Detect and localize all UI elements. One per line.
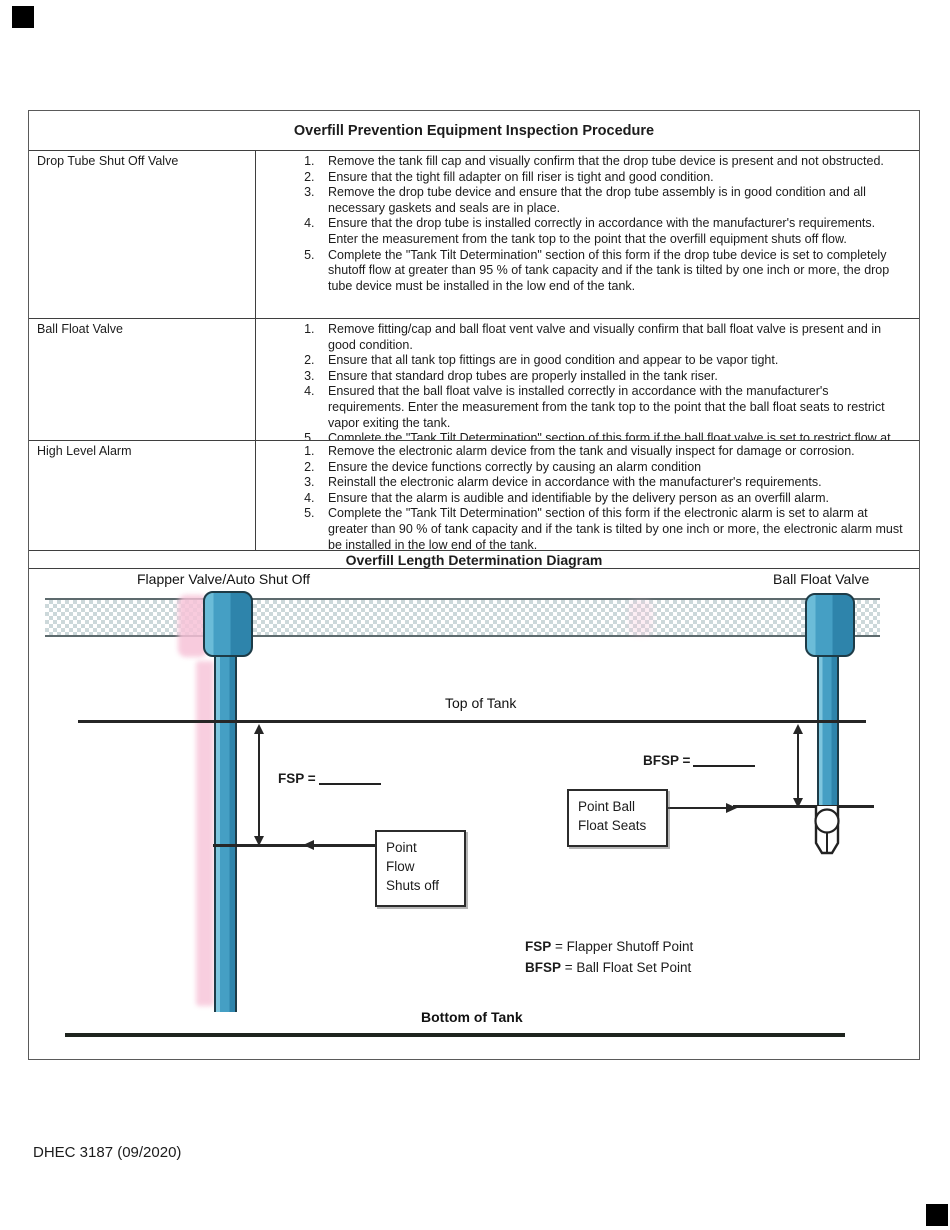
fsp-field-label: FSP =	[278, 771, 316, 786]
ball-float-pipe	[817, 657, 839, 808]
procedure-step: Complete the "Tank Tilt Determination" s…	[318, 431, 905, 440]
footer-form-number: DHEC 3187 (09/2020)	[33, 1144, 182, 1161]
row-steps: Remove the electronic alarm device from …	[256, 441, 919, 550]
legend-abbr: BFSP	[525, 959, 562, 975]
row-steps: Remove the tank fill cap and visually co…	[256, 151, 919, 318]
procedure-row: Drop Tube Shut Off Valve Remove the tank…	[29, 151, 919, 319]
ball-seat-line	[733, 805, 874, 808]
procedure-step: Ensure that the drop tube is installed c…	[318, 216, 905, 247]
diagram-title: Overfill Length Determination Diagram	[29, 551, 919, 569]
callout-line: Point Ball	[578, 799, 636, 814]
procedure-step: Reinstall the electronic alarm device in…	[318, 475, 905, 491]
callout-line: Float Seats	[578, 818, 647, 833]
flapper-shutoff-line	[213, 844, 377, 847]
bottom-of-tank-line	[65, 1033, 845, 1037]
row-label: High Level Alarm	[29, 441, 256, 550]
right-arrowhead-icon	[726, 803, 737, 813]
procedure-rows: Drop Tube Shut Off Valve Remove the tank…	[29, 151, 919, 551]
legend-text: = Ball Float Set Point	[564, 959, 692, 975]
procedure-step: Ensured that the ball float valve is ins…	[318, 384, 905, 431]
steps-list: Remove the tank fill cap and visually co…	[256, 151, 919, 294]
legend-row: FSP = Flapper Shutoff Point	[525, 937, 693, 958]
point-ball-arrow-line	[667, 807, 735, 809]
row-label: Ball Float Valve	[29, 319, 256, 440]
procedure-table: Overfill Prevention Equipment Inspection…	[28, 110, 920, 1060]
bfsp-field-label: BFSP =	[643, 753, 691, 768]
fsp-blank-line	[318, 771, 381, 785]
ball-float-valve-cap	[805, 593, 855, 657]
grade-band	[45, 598, 880, 637]
bfsp-dimension-arrow	[791, 724, 805, 808]
procedure-step: Ensure the device functions correctly by…	[318, 460, 905, 476]
top-of-tank-label: Top of Tank	[445, 695, 517, 711]
pink-scan-smudge	[629, 600, 653, 636]
procedure-step: Complete the "Tank Tilt Determination" s…	[318, 248, 905, 295]
procedure-step: Ensure that the alarm is audible and ide…	[318, 491, 905, 507]
steps-list: Remove fitting/cap and ball float vent v…	[256, 319, 919, 440]
procedure-row: Ball Float Valve Remove fitting/cap and …	[29, 319, 919, 441]
legend-row: BFSP = Ball Float Set Point	[525, 958, 693, 979]
top-of-tank-line	[78, 720, 866, 723]
legend-abbr: FSP	[525, 939, 552, 954]
flapper-valve-label: Flapper Valve/Auto Shut Off	[137, 571, 311, 587]
callout-line: Shuts off	[386, 878, 440, 893]
fsp-field: FSP =	[278, 771, 381, 786]
left-arrowhead-icon	[303, 840, 314, 850]
callout-line: Flow	[386, 859, 415, 874]
ball-float-valve-label: Ball Float Valve	[773, 571, 870, 587]
overfill-diagram: Flapper Valve/Auto Shut Off Ball Float V…	[29, 569, 919, 1059]
ball-float-cage-icon	[814, 806, 840, 855]
drop-tube-pipe	[214, 657, 237, 1012]
steps-list: Remove the electronic alarm device from …	[256, 441, 919, 550]
flapper-valve-cap	[203, 591, 253, 657]
procedure-step: Ensure that all tank top fittings are in…	[318, 353, 905, 369]
scan-corner-mark	[926, 1204, 948, 1226]
callout-line: Point	[386, 840, 417, 855]
row-steps: Remove fitting/cap and ball float vent v…	[256, 319, 919, 440]
bottom-of-tank-label: Bottom of Tank	[421, 1009, 523, 1025]
bfsp-field: BFSP =	[643, 753, 756, 768]
procedure-step: Ensure that the tight fill adapter on fi…	[318, 170, 905, 186]
procedure-step: Ensure that standard drop tubes are prop…	[318, 369, 905, 385]
table-title: Overfill Prevention Equipment Inspection…	[29, 111, 919, 151]
abbreviation-legend: FSP = Flapper Shutoff Point BFSP = Ball …	[525, 937, 693, 978]
procedure-step: Complete the "Tank Tilt Determination" s…	[318, 506, 905, 550]
procedure-step: Remove the tank fill cap and visually co…	[318, 154, 905, 170]
legend-text: = Flapper Shutoff Point	[555, 939, 694, 954]
fsp-dimension-arrow	[252, 724, 266, 846]
scan-corner-mark	[12, 6, 34, 28]
bfsp-blank-line	[693, 753, 756, 767]
row-label: Drop Tube Shut Off Valve	[29, 151, 256, 318]
procedure-step: Remove the drop tube device and ensure t…	[318, 185, 905, 216]
procedure-step: Remove the electronic alarm device from …	[318, 444, 905, 460]
procedure-row: High Level Alarm Remove the electronic a…	[29, 441, 919, 551]
procedure-step: Remove fitting/cap and ball float vent v…	[318, 322, 905, 353]
pink-scan-smudge	[196, 661, 214, 1006]
